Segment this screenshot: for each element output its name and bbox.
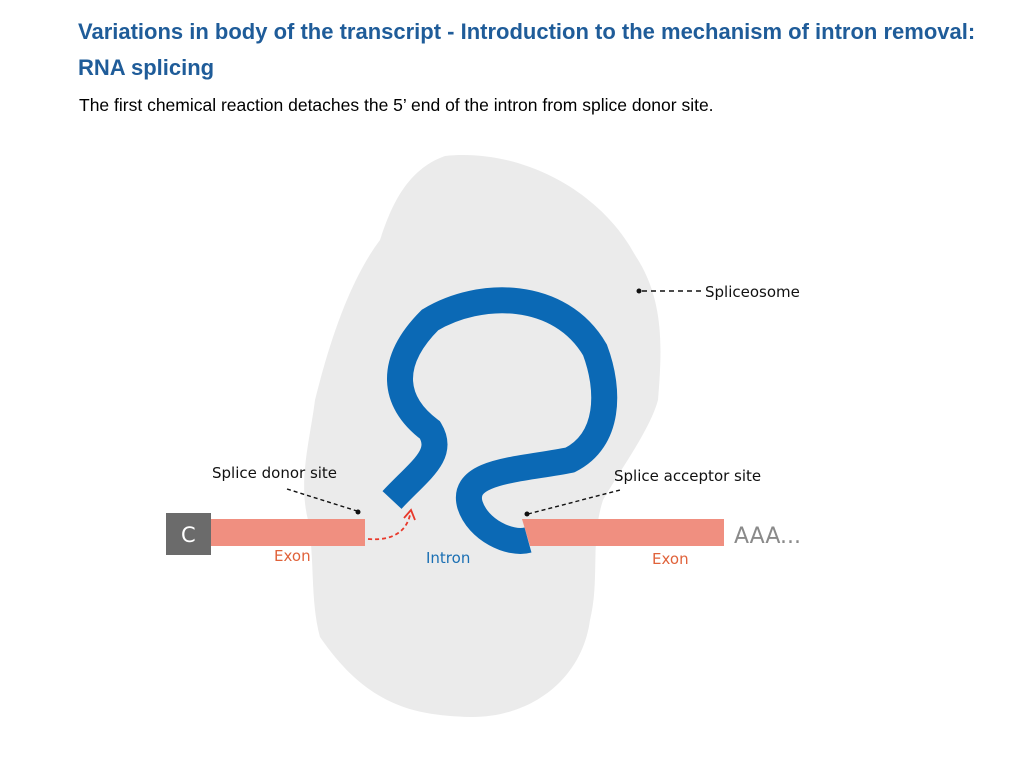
spliceosome-shape xyxy=(304,155,661,718)
reaction-arrow-icon xyxy=(367,508,416,541)
exon-right-bar xyxy=(522,519,724,546)
exon-left-label: Exon xyxy=(274,547,311,565)
intron-label: Intron xyxy=(426,549,470,567)
exon-right-label: Exon xyxy=(652,550,689,568)
pointer-dot-icon xyxy=(524,511,530,517)
donor-site-label: Splice donor site xyxy=(212,464,337,482)
slide-title: Variations in body of the transcript - I… xyxy=(78,19,976,80)
cap-icon xyxy=(166,513,211,555)
acceptor-site-label: Splice acceptor site xyxy=(614,467,761,485)
acceptor-site-pointer xyxy=(527,489,621,515)
donor-site-pointer xyxy=(286,488,358,512)
pointer-dot-icon xyxy=(355,509,361,515)
slide-subtitle: The first chemical reaction detaches the… xyxy=(79,95,714,115)
exon-left-bar xyxy=(211,519,365,546)
poly-a-tail: AAA... xyxy=(734,524,801,549)
cap-label: C xyxy=(181,523,196,547)
intron-strand xyxy=(382,287,618,554)
pointer-dot-icon xyxy=(636,288,642,294)
spliceosome-label: Spliceosome xyxy=(705,283,800,301)
